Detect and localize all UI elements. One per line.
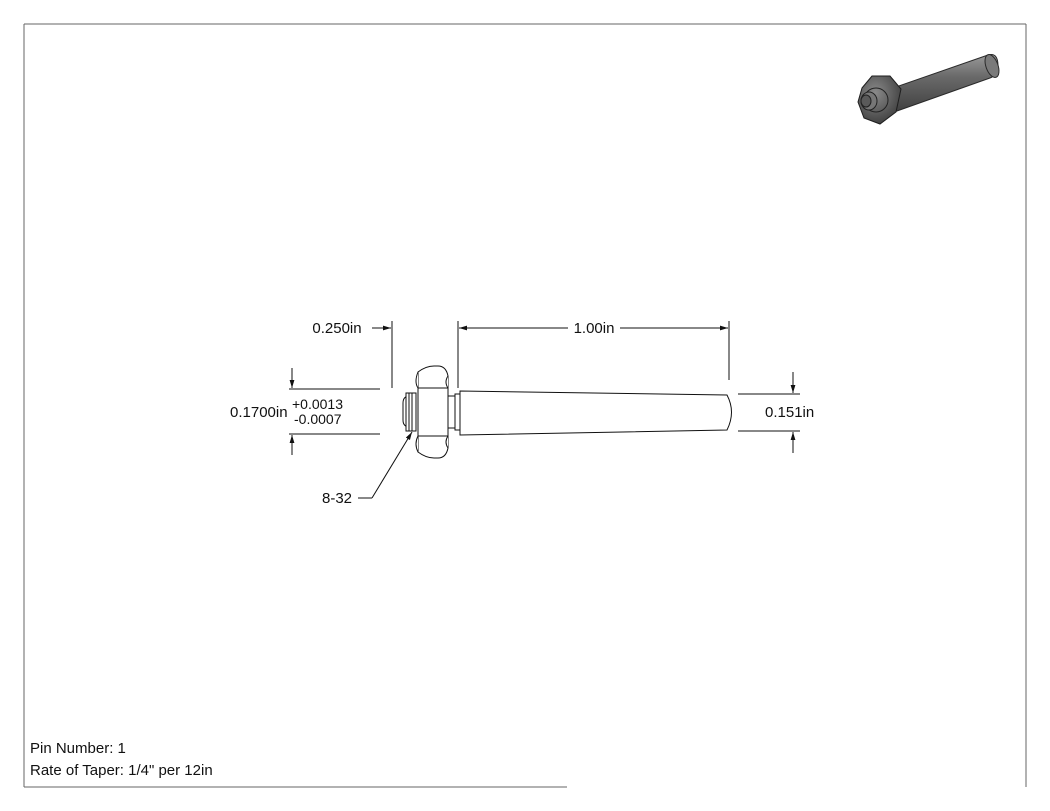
dim-thread-length-label: 0.250in [312, 320, 361, 337]
sheet-border [23, 23, 1027, 788]
dim-thread-length-lines [372, 321, 393, 388]
thread-callout-leader [358, 431, 413, 499]
note-pin-number: Pin Number: 1 [30, 740, 126, 757]
tolerance-upper: +0.0013 [292, 396, 343, 412]
note-rate-of-taper: Rate of Taper: 1/4" per 12in [30, 762, 213, 779]
pin-side-view [402, 365, 732, 459]
tolerance-lower: -0.0007 [294, 411, 342, 427]
dim-tip-diameter-label: 0.151in [765, 404, 814, 421]
dim-tip-diameter-lines [738, 372, 800, 453]
thread-callout-label: 8-32 [322, 490, 352, 507]
isometric-preview-image [857, 54, 1000, 125]
dim-diameter-lines [289, 368, 380, 455]
dim-length-lines [457, 321, 730, 388]
dim-length-label: 1.00in [574, 320, 615, 337]
dim-diameter-label: 0.1700in [230, 404, 288, 421]
